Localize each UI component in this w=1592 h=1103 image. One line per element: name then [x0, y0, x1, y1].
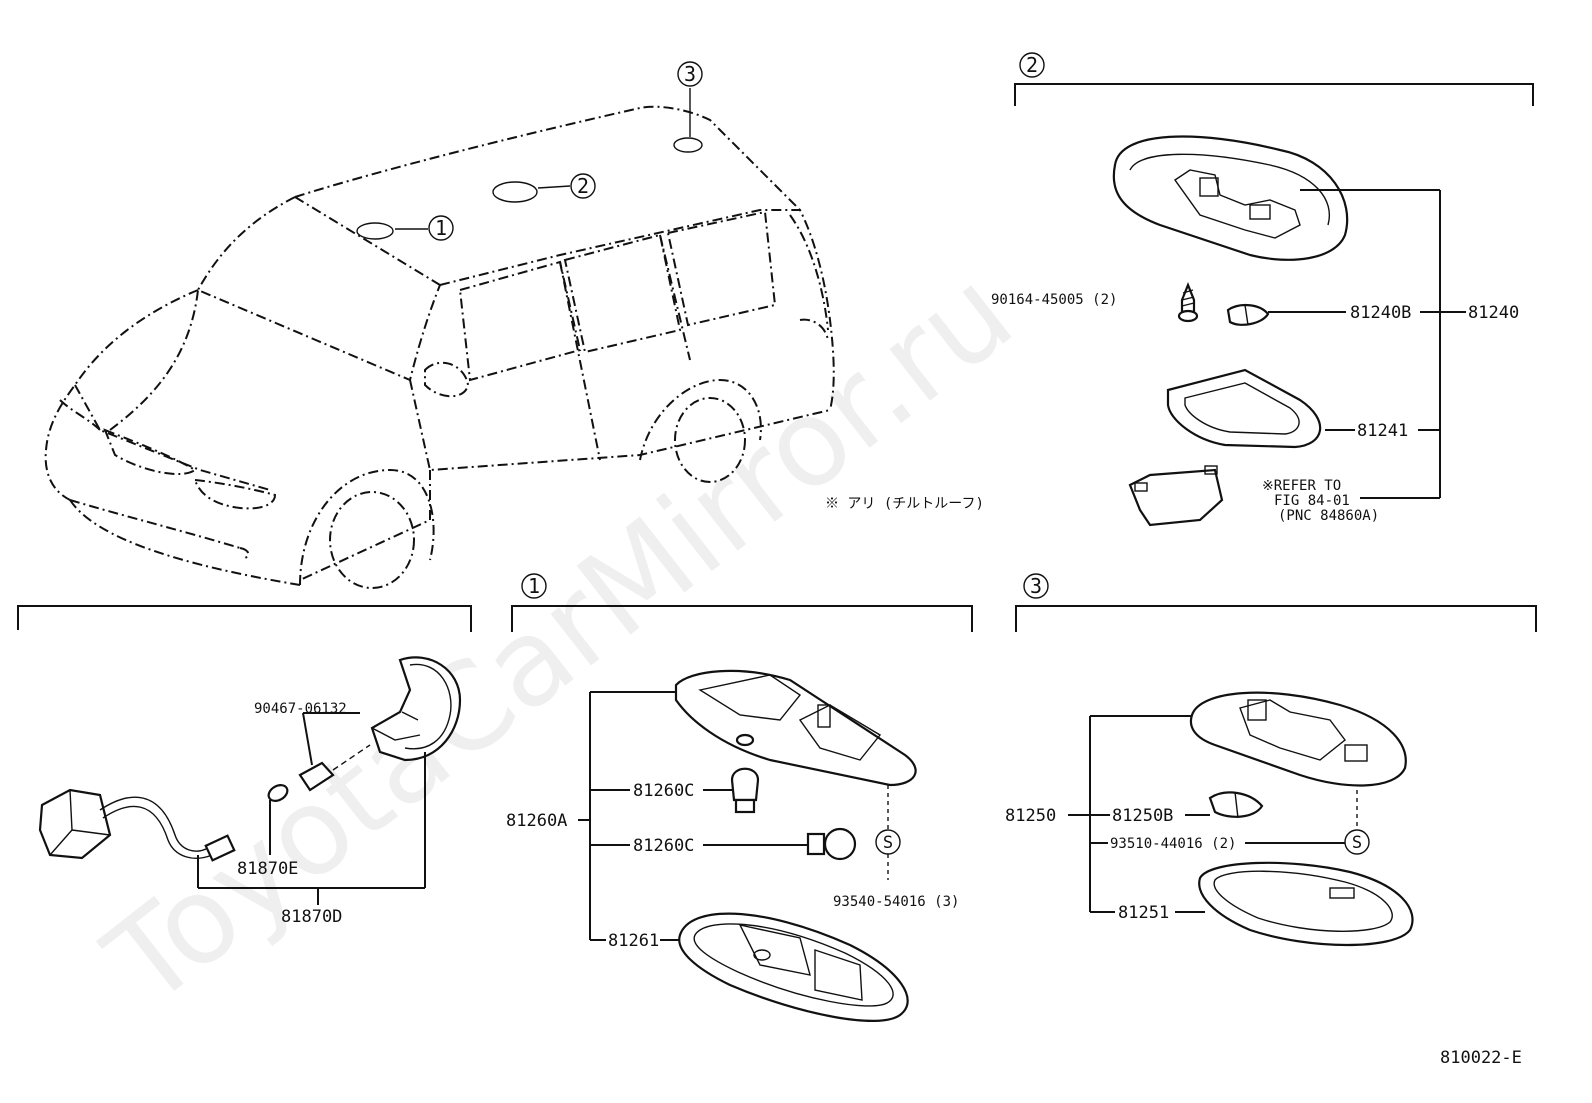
group-3: 3 S [1005, 573, 1537, 947]
part-81250b: 81250B [1112, 806, 1173, 826]
part-81260c-top: 81260C [633, 781, 694, 801]
group-3-housing [1189, 691, 1407, 787]
svg-text:S: S [1352, 833, 1362, 853]
group-2-switch [1128, 465, 1224, 527]
svg-text:2: 2 [1026, 53, 1038, 77]
group-3-lens [1198, 861, 1414, 947]
group-left-socket [38, 788, 236, 862]
group-left-bulb [267, 761, 335, 802]
part-81870d: 81870D [281, 907, 342, 927]
part-93510-44016: 93510-44016 (2) [1110, 836, 1236, 852]
refer-note-2: FIG 84-01 [1274, 493, 1350, 509]
part-81870e: 81870E [237, 859, 298, 879]
group-left-bracket [370, 656, 462, 762]
part-81250: 81250 [1005, 806, 1056, 826]
vehicle-outline [44, 88, 835, 589]
group-1-header: 1 [511, 573, 973, 632]
group-1: 1 S [506, 573, 973, 1022]
part-90164-45005: 90164-45005 (2) [991, 292, 1117, 308]
group-2: 2 [991, 52, 1534, 527]
part-90467-06132: 90467-06132 [254, 701, 347, 717]
svg-text:S: S [883, 833, 893, 853]
part-93540-54016: 93540-54016 (3) [833, 894, 959, 910]
group-1-bulb-mid [806, 827, 857, 861]
group-2-bulb [1226, 304, 1270, 326]
group-2-screw [1177, 282, 1199, 323]
refer-note-3: (PNC 84860A) [1278, 508, 1379, 524]
group-2-header: 2 [1014, 52, 1534, 106]
callout-vehicle-3: 3 [677, 61, 703, 87]
group-3-bulb [1208, 791, 1264, 819]
group-2-lens [1166, 368, 1322, 449]
group-1-lens [678, 912, 909, 1022]
roof-lamp-3 [673, 137, 703, 153]
group-1-bulb-top [730, 767, 760, 814]
part-81261: 81261 [608, 931, 659, 951]
group-left: 90467-06132 81870E 81870D [17, 605, 472, 927]
svg-text:3: 3 [1030, 574, 1042, 598]
watermark: ToyotaCarMirror.ru [81, 244, 1037, 1034]
part-81240: 81240 [1468, 303, 1519, 323]
svg-text:2: 2 [577, 174, 589, 198]
callout-vehicle-1: 1 [428, 215, 454, 241]
svg-text:3: 3 [684, 62, 696, 86]
part-81240b: 81240B [1350, 303, 1411, 323]
roof-lamp-2 [492, 181, 538, 203]
roof-lamp-1 [356, 222, 394, 240]
group-3-header: 3 [1015, 573, 1537, 632]
part-81260c-mid: 81260C [633, 836, 694, 856]
callout-s-group-1: S [875, 829, 901, 855]
callout-s-group-3: S [1344, 829, 1370, 855]
part-81241: 81241 [1357, 421, 1408, 441]
figure-code: 810022-E [1440, 1048, 1522, 1068]
refer-note-1: ※REFER TO [1262, 478, 1341, 494]
svg-text:1: 1 [435, 216, 447, 240]
group-2-housing [1112, 135, 1349, 261]
group-1-housing [674, 669, 917, 787]
note-tilt-roof: ※ アリ (チルトルーフ) [825, 496, 984, 512]
part-81251: 81251 [1118, 903, 1169, 923]
svg-text:1: 1 [528, 574, 540, 598]
callout-vehicle-2: 2 [570, 173, 596, 199]
part-81260a: 81260A [506, 811, 567, 831]
